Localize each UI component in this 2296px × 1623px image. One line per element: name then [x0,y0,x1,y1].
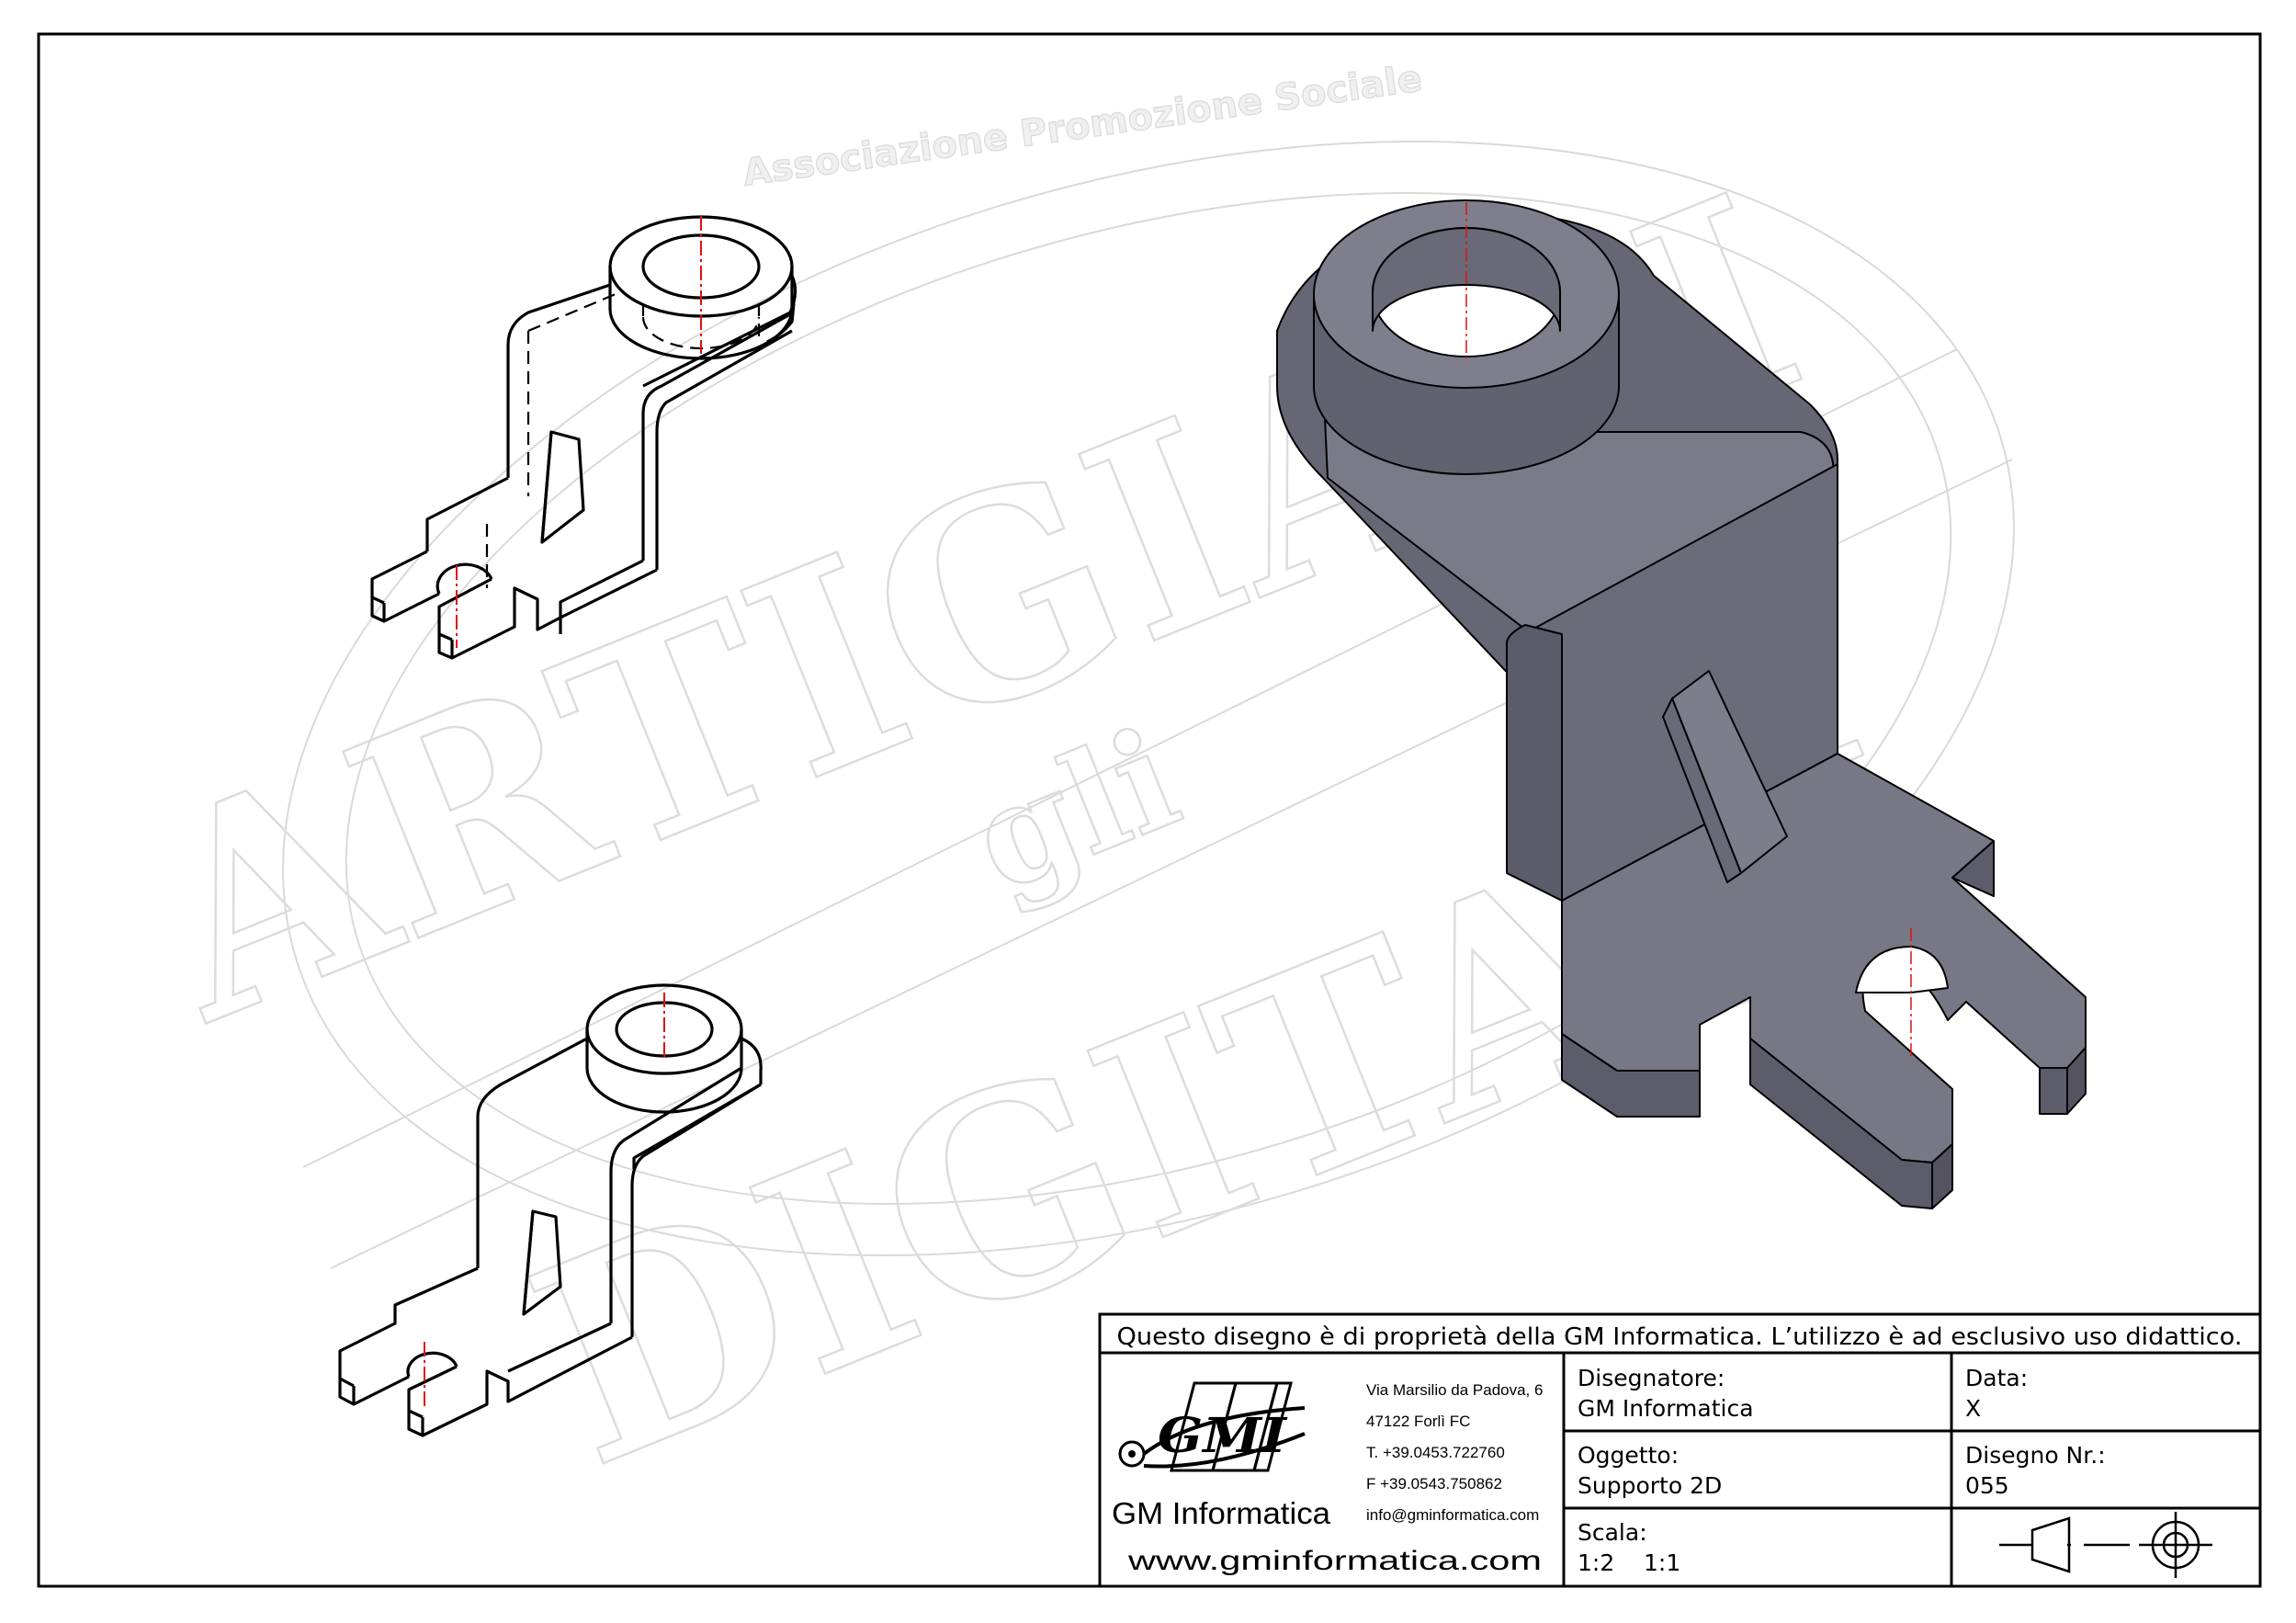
object-value: Supporto 2D [1578,1472,1722,1499]
isometric-shaded-view [1276,199,2087,1209]
drawing-number-value: 055 [1965,1472,2009,1499]
designer-value: GM Informatica [1578,1395,1754,1422]
date-value: X [1965,1395,1981,1422]
company-name: GM Informatica [1112,1496,1331,1530]
company-fax: F +39.0543.750862 [1366,1475,1502,1492]
drawing-number-label: Disegno Nr.: [1965,1442,2106,1469]
title-block [1098,1312,2262,1588]
watermark-arc-text: Associazione Promozione Sociale [741,57,1425,194]
company-address-line1: Via Marsilio da Padova, 6 [1366,1381,1543,1399]
company-email[interactable]: info@gminformatica.com [1366,1506,1539,1524]
ownership-notice: Questo disegno è di proprietà della GM I… [1117,1323,2243,1351]
object-label: Oggetto: [1578,1442,1679,1469]
company-website[interactable]: www.gminformatica.com [1127,1546,1542,1576]
scale-value: 1:2 1:1 [1578,1549,1680,1576]
scale-label: Scala: [1578,1519,1647,1546]
designer-label: Disegnatore: [1578,1365,1725,1391]
logo-lettering: GMI [1158,1408,1288,1464]
company-phone: T. +39.0453.722760 [1366,1444,1505,1461]
company-address-line2: 47122 Forlì FC [1366,1413,1470,1430]
isometric-line-view [338,983,763,1437]
isometric-hidden-line-view [370,215,797,660]
projection-symbol-icon [1999,1512,2212,1578]
gmi-logo-icon: GMI [1118,1381,1306,1472]
date-label: Data: [1965,1365,2028,1391]
